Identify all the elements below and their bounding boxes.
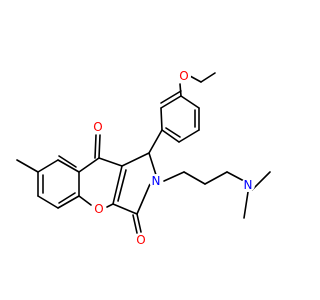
atom-o-lactam: O <box>134 233 148 247</box>
bond-phenyl-double <box>165 127 181 138</box>
bond-benzo-double <box>58 192 76 204</box>
molecule-structure: O O N O O N <box>16 69 271 247</box>
bond-n-c3 <box>136 183 151 215</box>
bond-ketone-co <box>98 134 101 159</box>
bond-phenyl <box>180 95 200 109</box>
bond-phenyl-double <box>160 90 182 104</box>
atom-o-ether: O <box>177 69 191 83</box>
bond-ch2-ch2 <box>183 171 206 185</box>
oxygen-label-ring: O <box>94 202 103 216</box>
bond-ch2-ch2 <box>204 171 228 185</box>
oxygen-label-ether: O <box>179 69 188 83</box>
bond-phenyl <box>161 129 180 143</box>
bond-c3a-c9a <box>112 165 123 205</box>
bond-c3a-c9a-double <box>117 169 127 202</box>
bond-benzo-double <box>58 155 77 168</box>
bond-ethyl-ch2-o <box>189 75 202 83</box>
bond-c1-c9a <box>121 152 150 167</box>
atom-o-ketone-top: O <box>91 120 105 134</box>
atom-labels: O O N O O N <box>91 69 255 247</box>
bond-c9-c9a <box>98 157 123 167</box>
bond-c1-n <box>148 152 157 176</box>
bond-aryl-methyl <box>16 159 39 173</box>
atom-n-dimethylamino: N <box>241 178 255 192</box>
nitrogen-label-amine: N <box>244 178 253 192</box>
oxygen-label-lactam: O <box>136 233 145 247</box>
atom-n-pyrrolidone: N <box>149 174 163 188</box>
bond-benzo <box>57 195 80 209</box>
bond-benzo <box>37 159 59 173</box>
bond-n-ch2 <box>163 171 185 182</box>
oxygen-label-ketone: O <box>93 120 102 134</box>
bond-lactam-co-double <box>132 214 138 234</box>
bond-phenyl <box>160 107 163 131</box>
bond-c4a-o <box>78 195 92 206</box>
bond-ketone-co-double <box>94 134 97 159</box>
bond-lactam-co <box>136 213 142 233</box>
bond-c9-c8a <box>78 157 100 173</box>
bond-n-methyl <box>243 191 249 219</box>
bond-phenyl-c1 <box>148 129 163 154</box>
bond-o-c3a <box>106 203 114 208</box>
nitrogen-label-ring: N <box>152 174 161 188</box>
atom-o-ring: O <box>92 202 106 216</box>
bond-benzo <box>37 195 59 209</box>
bonds <box>16 72 271 234</box>
bond-n-methyl <box>251 171 271 191</box>
bond-ethyl-methyl <box>200 72 216 83</box>
bond-phenyl <box>178 129 200 143</box>
bond-benzo <box>57 159 80 173</box>
bond-c3-c3a <box>112 203 138 215</box>
bond-phenyl <box>160 95 182 109</box>
bond-ch2-n <box>226 171 245 182</box>
bond-phenyl <box>179 83 182 97</box>
